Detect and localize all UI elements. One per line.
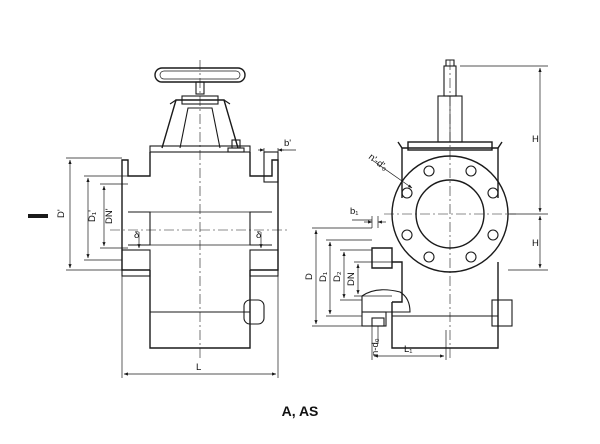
- label-d1: D₁: [318, 272, 329, 282]
- front-dimension-labels: D' D₁' DN' δ δ b' L: [56, 138, 291, 373]
- label-dn-prime: DN': [104, 208, 115, 224]
- front-view: D' D₁' DN' δ δ b' L: [56, 60, 296, 378]
- label-d-prime: D': [56, 209, 67, 218]
- valve-body: [110, 139, 290, 349]
- section-marker: I: [28, 214, 48, 218]
- side-dimensions: [312, 65, 548, 360]
- figure-caption: A, AS: [282, 403, 319, 419]
- flange-circle: [384, 155, 516, 273]
- side-dimension-labels: H H n'-d'₀ b₁ D D₁ D₂ DN n-d₀ L₁: [304, 134, 539, 356]
- label-h-top: H: [532, 134, 539, 145]
- label-b1: b₁: [350, 206, 359, 217]
- label-delta-right: δ: [256, 230, 261, 241]
- label-b-prime: b': [284, 138, 291, 149]
- front-dimensions: [66, 148, 296, 378]
- side-view: H H n'-d'₀ b₁ D D₁ D₂ DN n-d₀ L₁: [304, 59, 548, 360]
- label-l1: L₁: [404, 344, 413, 355]
- label-d: D: [304, 273, 315, 280]
- label-n-d0: n-d₀: [370, 338, 381, 356]
- label-delta-left: δ: [134, 230, 139, 241]
- label-l: L: [196, 362, 201, 373]
- label-dn: DN: [346, 272, 357, 286]
- label-d1-prime: D₁': [87, 210, 98, 222]
- label-h-bottom: H: [532, 238, 539, 249]
- side-body: [361, 141, 513, 349]
- label-d2: D₂: [332, 271, 343, 282]
